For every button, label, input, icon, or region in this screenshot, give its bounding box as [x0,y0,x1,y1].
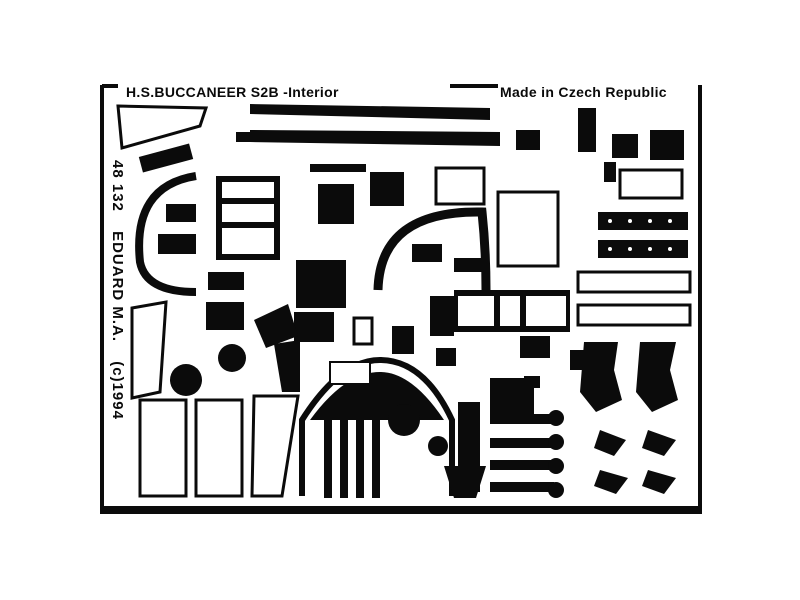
arc-part-center [373,207,491,291]
small-parts [158,108,616,498]
right-side-parts [434,166,692,327]
side-consoles [130,300,300,498]
seat-part-11 [216,176,280,260]
rail-parts [324,414,380,498]
fret-title-text: H.S.BUCCANEER S2B [126,84,279,100]
right-small-panels [516,130,688,258]
side-inscription: 48 132 EDUARD M.A. (c)1994 [109,160,126,434]
catalog-number: 48 132 [109,160,126,212]
top-sprue-bars [250,104,500,146]
harness-parts [580,342,678,494]
instrument-panel-main [454,290,570,332]
panel-dots [511,211,672,251]
canopy-frame [299,356,455,496]
fret-bottom-sprue [103,506,699,514]
arc-part-left [135,172,197,296]
panel-part-1 [116,104,209,150]
fret-title: H.S.BUCCANEER S2B -Interior [126,84,339,100]
canopy-window [329,361,371,385]
fret-subtitle-text: -Interior [283,84,339,100]
manufacturer-name: EDUARD M.A. [109,231,126,343]
made-in-label: Made in Czech Republic [500,84,667,100]
copyright-text: (c)1994 [109,361,126,420]
panel-part-3 [138,143,194,173]
